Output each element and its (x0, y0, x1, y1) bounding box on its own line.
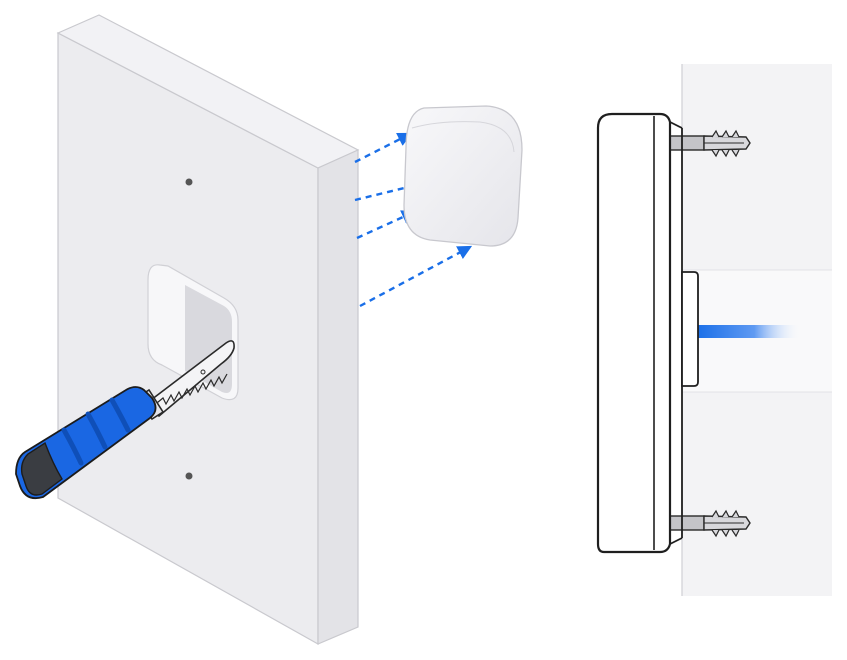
device-side-profile (596, 112, 699, 554)
wall-section-upper (682, 64, 832, 270)
insertion-arrow-icon (359, 245, 473, 308)
cable-icon (696, 325, 802, 338)
side-mount-panel (596, 64, 832, 596)
insertion-arrow-icon (354, 132, 413, 164)
drywall-side-edge (317, 149, 359, 645)
wall-section-lower (682, 392, 832, 596)
wall-cutout-panel (15, 14, 523, 646)
device-connector-housing (681, 271, 699, 387)
wall-anchor-icon (669, 129, 751, 158)
screw-hole-top (185, 178, 193, 186)
wall-anchor-icon (669, 509, 751, 538)
cutout-piece (403, 105, 523, 247)
drywall-saw-icon (15, 340, 235, 500)
screw-hole-bottom (185, 472, 193, 480)
